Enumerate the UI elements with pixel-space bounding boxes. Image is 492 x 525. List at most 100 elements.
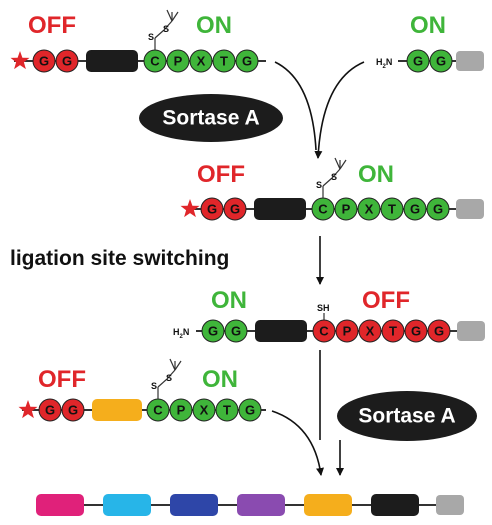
protein-block-black — [371, 494, 419, 516]
protein-block-orange — [304, 494, 352, 516]
residue-label: G — [242, 54, 252, 69]
protein-block-black — [86, 50, 138, 72]
residue-g — [55, 49, 79, 73]
residue-label: G — [433, 202, 443, 217]
on-label: ON — [211, 287, 247, 314]
sulfur-label: S — [331, 172, 337, 182]
residue-label: X — [366, 324, 375, 339]
residue-label: T — [389, 324, 397, 339]
residue-label: P — [343, 324, 352, 339]
off-label: OFF — [197, 161, 245, 188]
residue-g — [404, 319, 428, 343]
residue-t — [212, 49, 236, 73]
residue-t — [215, 398, 239, 422]
amine-label: H2N — [376, 57, 392, 70]
residue-p — [166, 49, 190, 73]
step-caption: ligation site switching — [10, 247, 229, 270]
disulfide-cap-icon — [322, 157, 347, 198]
residue-label: G — [410, 202, 420, 217]
protein-block-blue — [170, 494, 218, 516]
residue-label: G — [208, 324, 218, 339]
residue-label: C — [318, 202, 328, 217]
residue-g — [426, 197, 450, 221]
residue-g — [403, 197, 427, 221]
switched-product: ON OFF H2N G G SH C P X T G G — [173, 287, 485, 343]
residue-t — [380, 197, 404, 221]
residue-g — [38, 398, 62, 422]
residue-label: P — [342, 202, 351, 217]
fluorophore-star-icon — [10, 51, 30, 70]
residue-g — [429, 49, 453, 73]
on-label: ON — [196, 12, 232, 39]
residue-g — [235, 49, 259, 73]
residue-label: C — [319, 324, 329, 339]
on-label: ON — [410, 12, 446, 39]
residue-g — [427, 319, 451, 343]
residue-x — [192, 398, 216, 422]
on-label: ON — [358, 161, 394, 188]
enzyme-label: Sortase A — [358, 405, 455, 428]
sulfur-label: S — [151, 381, 157, 391]
residue-label: P — [174, 54, 183, 69]
disulfide-cap-icon — [154, 9, 179, 50]
sulfur-label: S — [316, 180, 322, 190]
sortase-a-enzyme — [337, 391, 477, 441]
residue-label: P — [177, 403, 186, 418]
residue-g — [224, 319, 248, 343]
residue-label: T — [223, 403, 231, 418]
protein-block-purple — [237, 494, 285, 516]
amine-label: H2N — [173, 327, 189, 340]
residue-label: G — [45, 403, 55, 418]
residue-g — [238, 398, 262, 422]
sulfur-label: S — [166, 373, 172, 383]
reaction-arrow — [274, 61, 317, 151]
reaction-arrow — [271, 410, 324, 476]
sortase-a-enzyme — [139, 94, 283, 142]
sulfur-label: S — [148, 32, 154, 42]
protein-block-gray — [456, 51, 484, 71]
residue-label: G — [436, 54, 446, 69]
final-protein-chain — [36, 494, 464, 516]
residue-label: G — [413, 54, 423, 69]
substrate-1: OFF ON G G C P X T G S S — [10, 9, 266, 73]
disulfide-cap-icon — [157, 358, 182, 399]
residue-p — [334, 197, 358, 221]
residue-g — [223, 197, 247, 221]
residue-p — [335, 319, 359, 343]
residue-g — [200, 197, 224, 221]
off-label: OFF — [362, 287, 410, 314]
protein-block-cyan — [103, 494, 151, 516]
residue-label: X — [200, 403, 209, 418]
on-label: ON — [202, 366, 238, 393]
residue-label: G — [39, 54, 49, 69]
residue-label: C — [150, 54, 160, 69]
protein-block-black — [254, 198, 306, 220]
residue-g — [32, 49, 56, 73]
reaction-arrow — [314, 61, 365, 159]
ligation-product-1: OFF ON G G C P X T G G S S — [180, 157, 484, 221]
residue-label: G — [434, 324, 444, 339]
residue-g — [61, 398, 85, 422]
enzyme-label: Sortase A — [162, 107, 259, 130]
residue-label: G — [245, 403, 255, 418]
residue-label: G — [62, 54, 72, 69]
nucleophile-1: ON H2N G G — [376, 12, 484, 73]
residue-p — [169, 398, 193, 422]
protein-block-gray — [456, 199, 484, 219]
residue-g — [201, 319, 225, 343]
protein-block-gray — [457, 321, 485, 341]
protein-block-orange — [92, 399, 142, 421]
protein-block-magenta — [36, 494, 84, 516]
residue-label: C — [153, 403, 163, 418]
off-label: OFF — [38, 366, 86, 393]
residue-label: X — [365, 202, 374, 217]
residue-label: X — [197, 54, 206, 69]
residue-label: G — [411, 324, 421, 339]
residue-label: G — [207, 202, 217, 217]
residue-t — [381, 319, 405, 343]
residue-x — [358, 319, 382, 343]
off-label: OFF — [28, 12, 76, 39]
residue-label: G — [230, 202, 240, 217]
